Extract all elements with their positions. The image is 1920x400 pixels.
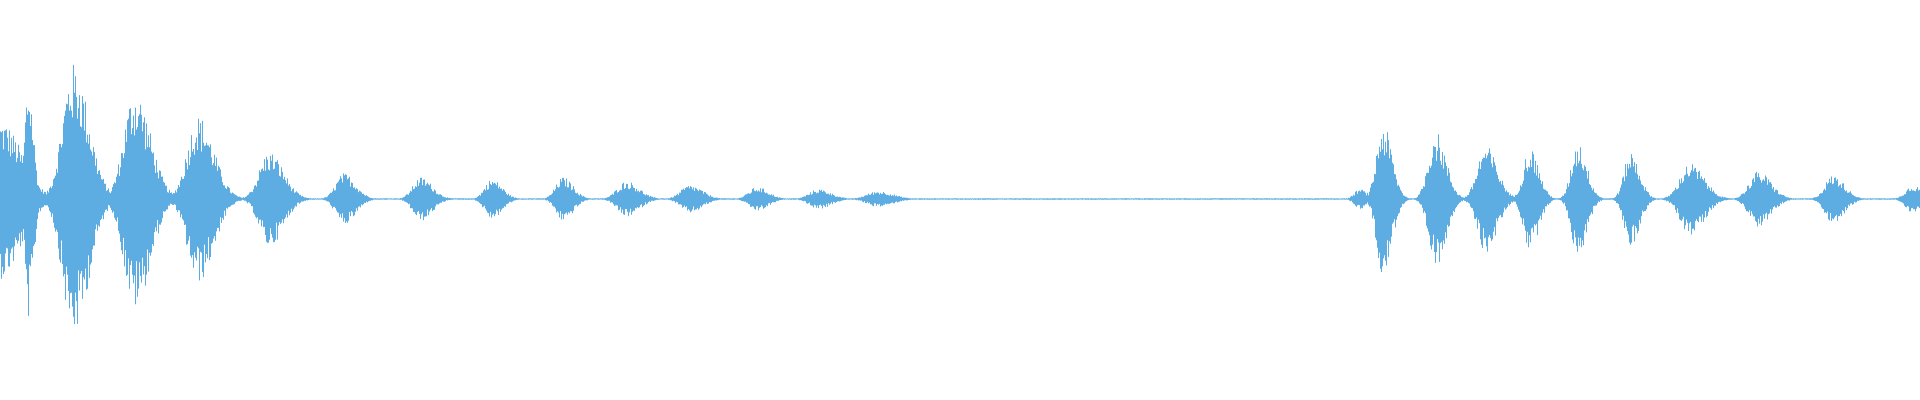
- waveform-trace: [0, 64, 1920, 325]
- waveform-samples: [0, 64, 1920, 325]
